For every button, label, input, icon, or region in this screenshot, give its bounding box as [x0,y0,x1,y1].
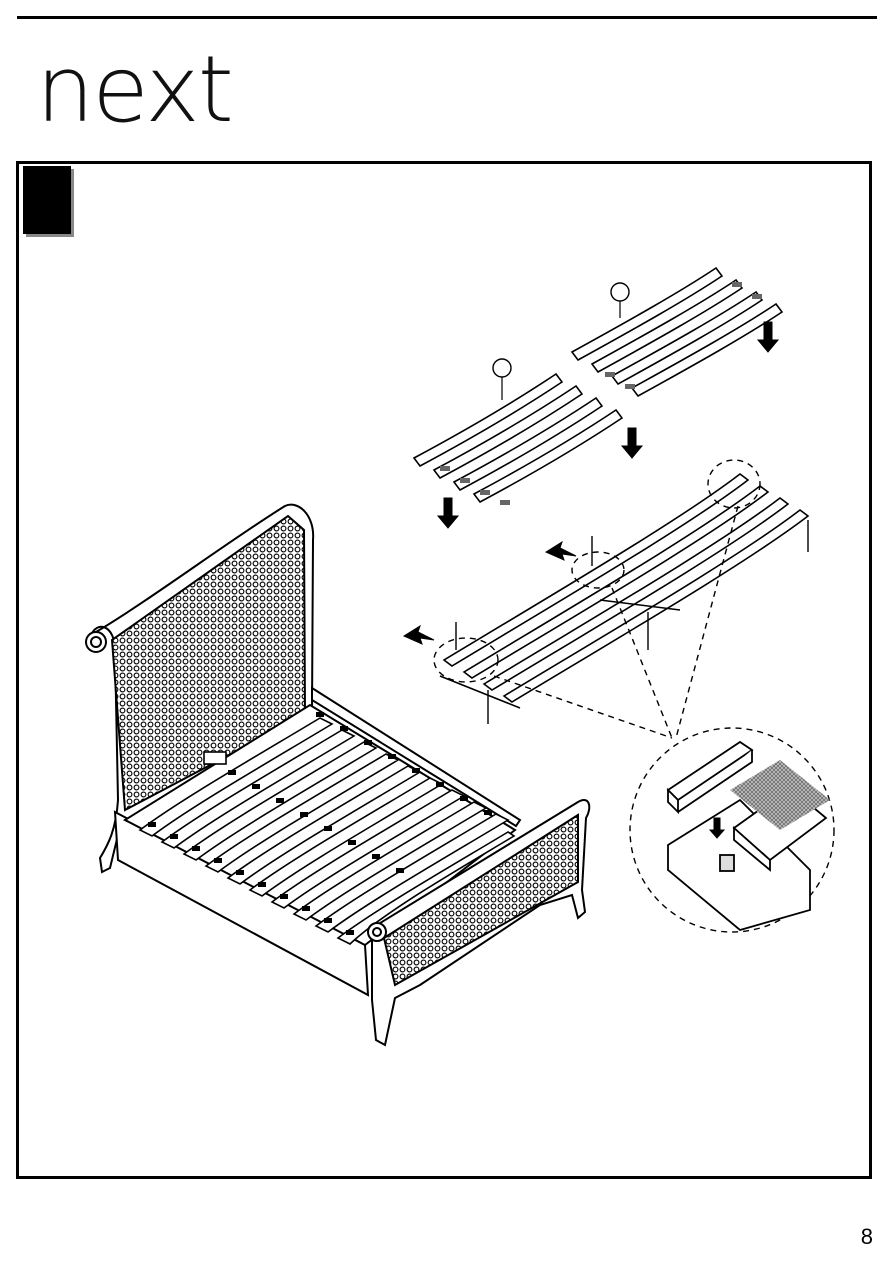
detail-view [668,742,830,930]
slat-set-assembled [440,474,808,708]
center-bracket [204,752,226,764]
slat-set-lower [414,374,622,502]
page-number: 8 [861,1224,873,1250]
slat-set-upper [572,268,782,396]
callout-marker-a [611,283,629,301]
callout-marker-b [493,359,511,377]
